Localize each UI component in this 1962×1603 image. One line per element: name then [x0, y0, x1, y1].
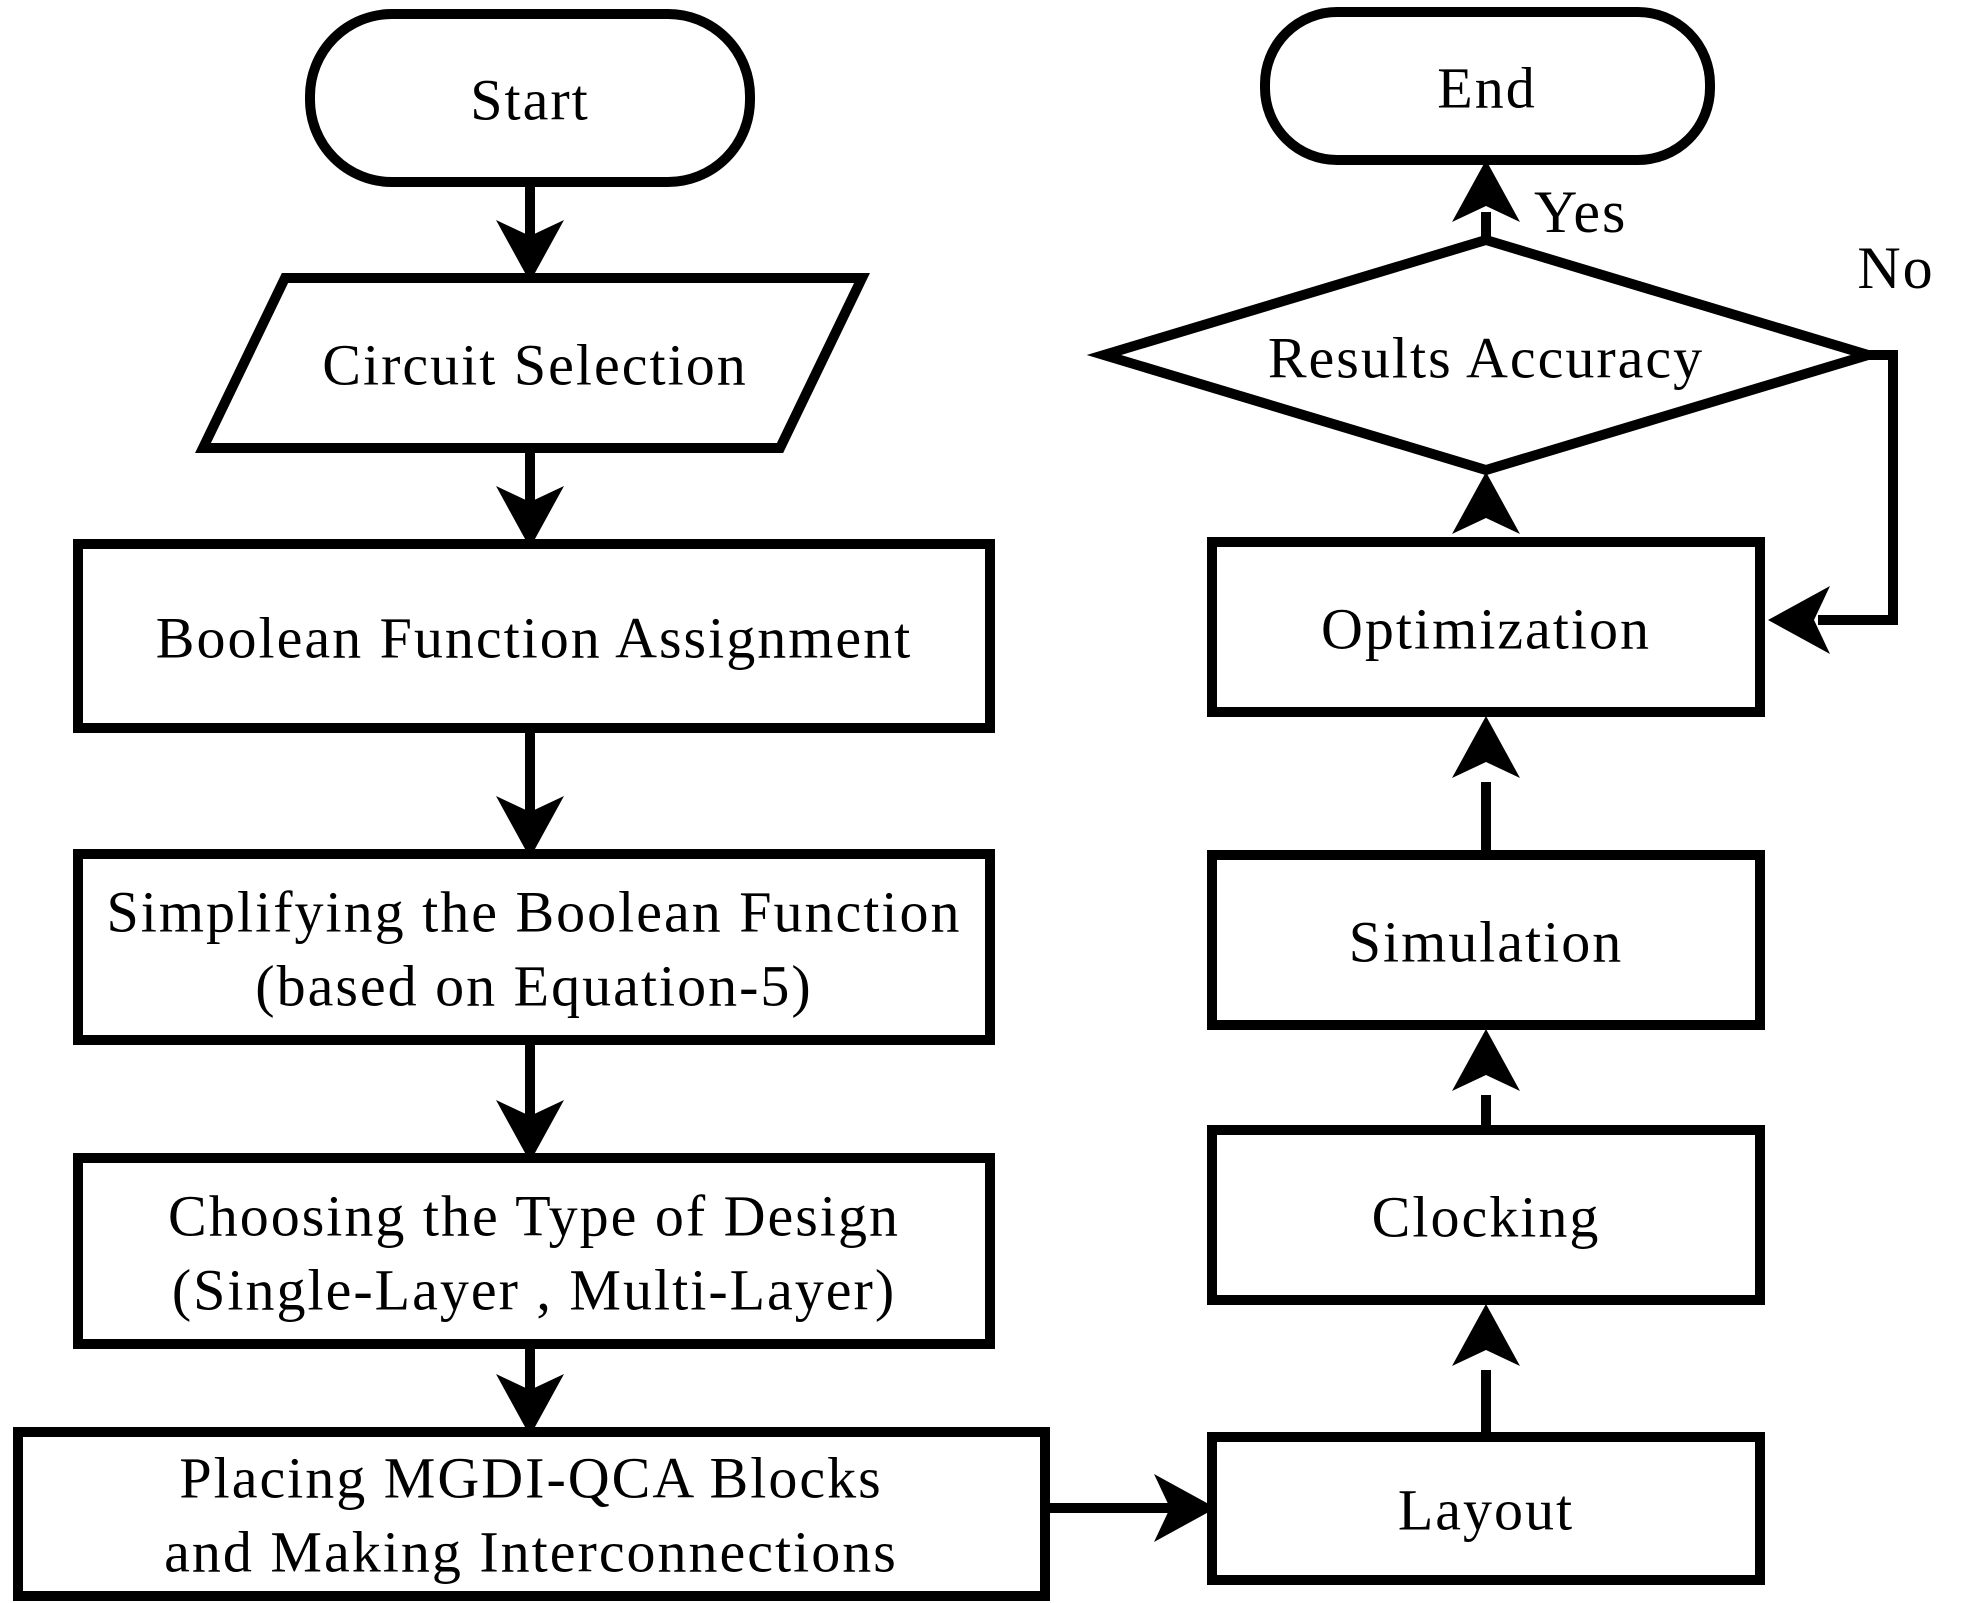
- arrowhead-up-icon: [1452, 472, 1520, 534]
- choosing-label-line2: (Single-Layer , Multi-Layer): [172, 1258, 896, 1323]
- end-label: End: [1437, 56, 1536, 121]
- clocking-rect-shape: [1207, 1125, 1765, 1305]
- node-placing: Placing MGDI-QCA Blocks and Making Inter…: [13, 1427, 1050, 1601]
- start-label: Start: [470, 68, 590, 133]
- node-simplifying: Simplifying the Boolean Function (based …: [73, 849, 995, 1045]
- arrowhead-down-icon: [496, 486, 564, 548]
- placing-label-line1: Placing MGDI-QCA Blocks: [179, 1446, 882, 1511]
- node-layout: Layout: [1207, 1432, 1765, 1585]
- arrowhead-down-icon: [496, 1374, 564, 1436]
- simplifying-label-line2: (based on Equation-5): [255, 954, 812, 1019]
- node-boolean-function-assignment: Boolean Function Assignment: [73, 539, 995, 733]
- optimization-rect-shape: [1207, 537, 1765, 717]
- edge-results-accuracy-no-to-optimization: No: [1768, 235, 1934, 654]
- edge-clocking-to-simulation: [1452, 1029, 1520, 1130]
- edge-results-accuracy-yes-to-end: Yes: [1452, 160, 1627, 245]
- edge-circuit-selection-to-boolean: [496, 448, 564, 548]
- node-simulation: Simulation: [1207, 850, 1765, 1030]
- arrowhead-up-icon: [1452, 160, 1520, 222]
- arrowhead-down-icon: [496, 220, 564, 282]
- simplifying-label-line1: Simplifying the Boolean Function: [106, 880, 961, 945]
- optimization-label: Optimization: [1321, 597, 1651, 662]
- no-edge-label: No: [1857, 235, 1934, 301]
- edge-shaft: [1818, 350, 1898, 625]
- edge-placing-to-layout: [1045, 1474, 1216, 1542]
- arrowhead-right-icon: [1154, 1474, 1216, 1542]
- yes-edge-label: Yes: [1534, 179, 1627, 245]
- circuit-selection-parallelogram-shape: [195, 273, 870, 453]
- layout-label: Layout: [1398, 1478, 1574, 1543]
- arrowhead-down-icon: [496, 796, 564, 858]
- results-accuracy-diamond-shape: [1086, 234, 1886, 476]
- choosing-rect-shape: [73, 1153, 995, 1349]
- arrowhead-up-icon: [1452, 1304, 1520, 1366]
- edge-boolean-to-simplifying: [496, 728, 564, 858]
- node-optimization: Optimization: [1207, 537, 1765, 717]
- circuit-selection-label: Circuit Selection: [322, 333, 747, 398]
- edge-simulation-to-optimization: [1452, 716, 1520, 855]
- arrowhead-left-icon: [1768, 586, 1830, 654]
- arrowhead-up-icon: [1452, 716, 1520, 778]
- edge-simplifying-to-choosing: [496, 1040, 564, 1162]
- edge-optimization-to-results-accuracy: [1452, 472, 1520, 542]
- choosing-label-line1: Choosing the Type of Design: [168, 1184, 900, 1249]
- boolean-function-assignment-label: Boolean Function Assignment: [156, 606, 912, 671]
- arrowhead-up-icon: [1452, 1029, 1520, 1091]
- node-circuit-selection: Circuit Selection: [195, 273, 870, 453]
- node-start: Start: [305, 9, 755, 187]
- edge-choosing-to-placing: [496, 1344, 564, 1436]
- placing-rect-shape: [13, 1427, 1050, 1601]
- edge-layout-to-clocking: [1452, 1304, 1520, 1437]
- placing-label-line2: and Making Interconnections: [164, 1520, 898, 1585]
- clocking-label: Clocking: [1372, 1185, 1601, 1250]
- node-clocking: Clocking: [1207, 1125, 1765, 1305]
- arrowhead-down-icon: [496, 1100, 564, 1162]
- node-results-accuracy: Results Accuracy: [1086, 234, 1886, 476]
- simulation-label: Simulation: [1349, 910, 1624, 975]
- node-choosing: Choosing the Type of Design (Single-Laye…: [73, 1153, 995, 1349]
- node-end: End: [1260, 7, 1715, 165]
- edge-start-to-circuit-selection: [496, 182, 564, 282]
- results-accuracy-label: Results Accuracy: [1268, 326, 1704, 391]
- end-stadium-shape: [1260, 7, 1715, 165]
